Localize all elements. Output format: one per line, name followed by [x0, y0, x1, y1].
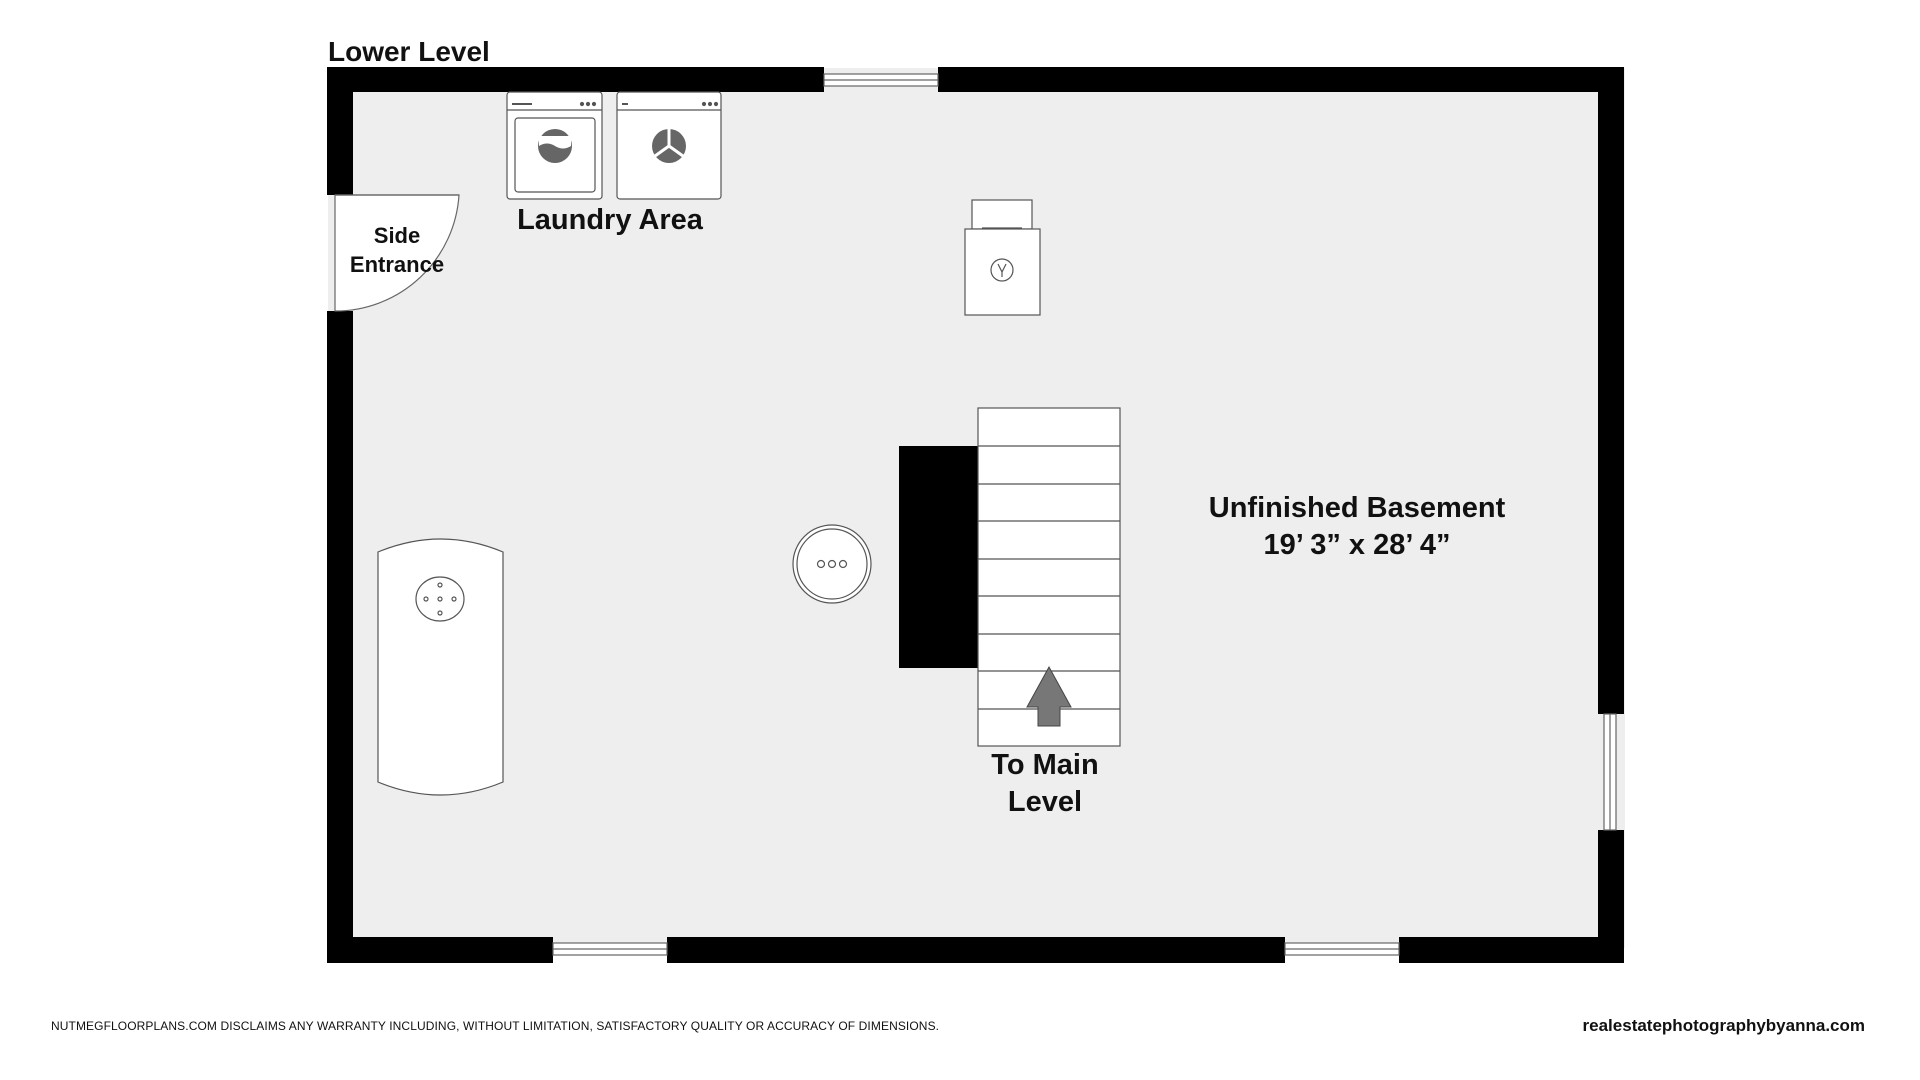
laundry-label: Laundry Area — [517, 204, 704, 236]
water-heater-icon — [964, 199, 1041, 316]
window-bottom-right — [1284, 942, 1400, 956]
stairs-label-line1: To Main — [991, 749, 1098, 781]
dryer-icon — [616, 91, 722, 200]
window-bottom-left — [552, 942, 668, 956]
stairs-label-line2: Level — [1008, 786, 1082, 818]
exterior-walls — [327, 67, 1624, 963]
basement-name-label: Unfinished Basement — [1209, 492, 1506, 524]
website-link[interactable]: realestatephotographybyanna.com — [1582, 1016, 1865, 1035]
side-entrance-label-line2: Entrance — [350, 252, 444, 277]
up-arrow-icon — [1026, 665, 1072, 727]
staircase — [899, 407, 1121, 747]
washer-icon — [506, 91, 603, 200]
level-title: Lower Level — [328, 36, 490, 67]
oil-tank-icon — [377, 538, 504, 796]
window-top — [823, 73, 939, 87]
window-right — [1603, 713, 1617, 831]
basement-dimensions-label: 19’ 3” x 28’ 4” — [1263, 529, 1450, 561]
disclaimer-text: NUTMEGFLOORPLANS.COM DISCLAIMS ANY WARRA… — [51, 1019, 940, 1033]
sump-pump-icon — [792, 524, 872, 604]
side-entrance-label-line1: Side — [374, 223, 420, 248]
side-entrance-door — [334, 194, 460, 312]
